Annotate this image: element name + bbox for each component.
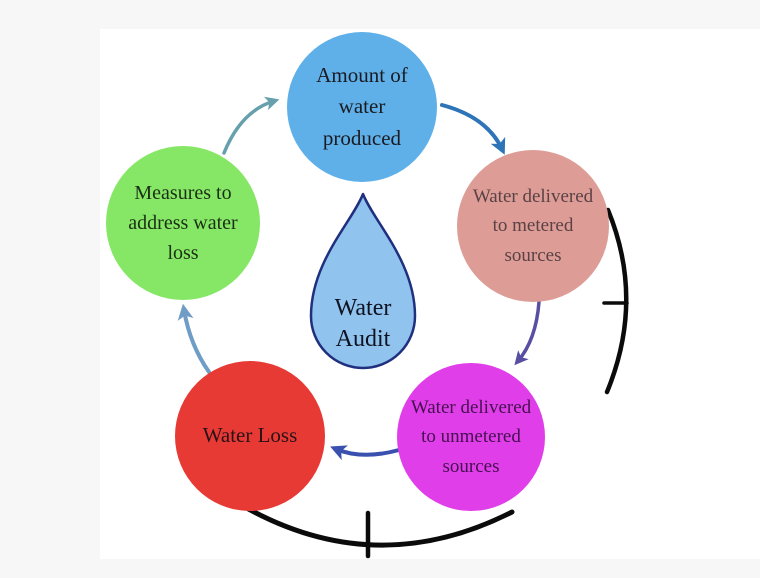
arrow-metered-to-unmetered (514, 300, 541, 366)
water-audit-label: Water Audit (334, 295, 392, 353)
node-water-delivered-unmetered: Water delivered to unmetered sources (397, 363, 545, 511)
node-water-delivered-metered: Water delivered to metered sources (457, 150, 609, 302)
clock-arc-right (604, 207, 629, 395)
water-drop-icon (309, 192, 417, 370)
arrow-produced-to-metered (440, 103, 506, 155)
arrow-loss-to-measures (177, 303, 211, 374)
node-measures-address-water-loss: Measures to address water loss (106, 146, 260, 300)
node-amount-of-water-produced: Amount of water produced (287, 32, 437, 182)
node-water-loss: Water Loss (175, 361, 325, 511)
arrow-measures-to-produced (222, 96, 280, 155)
arrow-unmetered-to-loss (330, 445, 401, 461)
